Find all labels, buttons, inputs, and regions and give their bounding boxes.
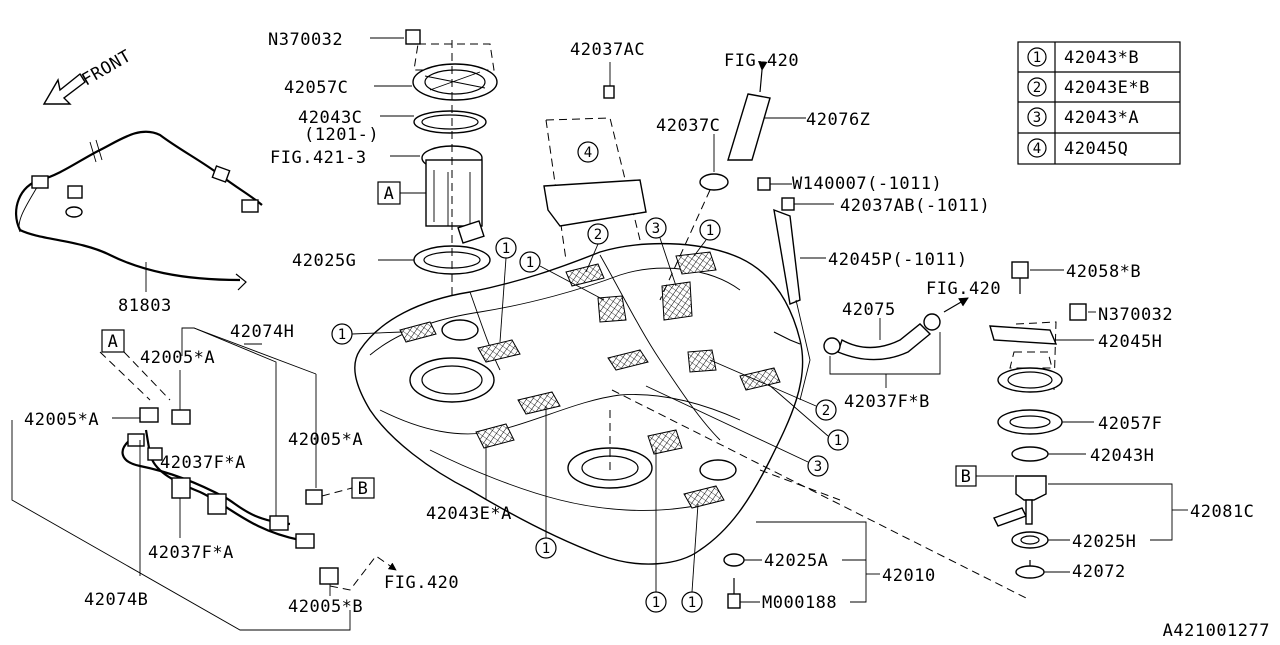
label-42043H: 42043H (1090, 446, 1154, 466)
label-42005-A-2: 42005*A (24, 410, 99, 430)
svg-text:2: 2 (822, 403, 830, 419)
label-n370032-right: N370032 (1098, 305, 1173, 325)
legend-key-1: 1 (1033, 50, 1041, 66)
label-42045P: 42045P(-1011) (828, 250, 968, 270)
svg-text:1: 1 (526, 255, 534, 271)
label-42075: 42075 (842, 300, 896, 320)
label-42074H: 42074H (230, 322, 294, 342)
figure-id: A421001277 (1163, 621, 1270, 640)
label-42037F-A-2: 42037F*A (148, 543, 234, 563)
evap-lines: A 42074H 42005*A 42005*A 42005*A 42037F*… (11, 322, 459, 631)
legend-row-1: 1 42043*B (1027, 47, 1139, 68)
svg-text:1: 1 (542, 541, 550, 557)
svg-text:3: 3 (652, 221, 660, 237)
svg-text:1: 1 (652, 595, 660, 611)
legend-key-3: 3 (1033, 110, 1041, 126)
ref-box-a-lower (101, 329, 125, 353)
svg-text:1: 1 (706, 223, 714, 239)
label-m000188: M000188 (762, 593, 837, 613)
label-42057F: 42057F (1098, 414, 1162, 434)
legend-part-3: 42043*A (1064, 108, 1139, 128)
svg-text:3: 3 (814, 459, 822, 475)
svg-text:B: B (961, 467, 972, 487)
label-42025A: 42025A (764, 551, 828, 571)
svg-text:A: A (384, 184, 395, 204)
legend-key-4: 4 (1033, 141, 1041, 157)
filler-hoses: FIG.420 42076Z 42037C W140007(-1011) 420… (656, 51, 1001, 412)
label-n370032-top: N370032 (268, 30, 343, 50)
label-42043E-A: 42043E*A (426, 504, 512, 524)
label-fig420-right: FIG.420 (926, 279, 1001, 299)
label-fig420-bottom: FIG.420 (384, 573, 459, 593)
label-fig420-top: FIG.420 (724, 51, 799, 71)
legend-row-4: 4 42045Q (1027, 138, 1128, 159)
label-42043C: 42043C (298, 108, 362, 128)
front-arrow: FRONT (42, 46, 135, 105)
label-42037F-A-1: 42037F*A (160, 453, 246, 473)
svg-text:1: 1 (834, 433, 842, 449)
heat-shield-42045q: 4 42037AC (543, 40, 647, 261)
label-42010: 42010 (882, 566, 936, 586)
svg-text:B: B (358, 479, 369, 499)
svg-text:1: 1 (688, 595, 696, 611)
label-42037AC: 42037AC (570, 40, 645, 60)
label-42074B: 42074B (84, 590, 148, 610)
tank-callouts: 2 3 1 1 1 1 2 1 3 1 1 1 (331, 217, 849, 613)
sub-pump-assembly: 42058*B N370032 42045H 42057F 42043H B 4… (955, 261, 1254, 582)
tank-fasteners: 42025A M000188 42010 (723, 521, 936, 613)
label-42081C: 42081C (1190, 502, 1254, 522)
legend-part-4: 42045Q (1064, 139, 1128, 159)
label-42005-A-3: 42005*A (288, 430, 363, 450)
fuel-pump-assembly: N370032 42057C 42043C (1201-) FIG.421-3 … (268, 29, 498, 390)
label-81803: 81803 (118, 296, 172, 316)
label-42037F-B: 42037F*B (844, 392, 930, 412)
legend-key-2: 2 (1033, 80, 1041, 96)
label-42045H: 42045H (1098, 332, 1162, 352)
label-42005-A-1: 42005*A (140, 348, 215, 368)
label-42025H: 42025H (1072, 532, 1136, 552)
label-42037C: 42037C (656, 116, 720, 136)
label-42058-B: 42058*B (1066, 262, 1141, 282)
legend-table: 1 42043*B 2 42043E*B 3 42043*A 4 42045Q (1017, 41, 1181, 165)
label-42043C-note: (1201-) (304, 125, 379, 145)
svg-text:4: 4 (584, 145, 592, 161)
legend-part-1: 42043*B (1064, 48, 1139, 68)
legend-row-2: 2 42043E*B (1027, 77, 1150, 98)
label-42025G: 42025G (292, 251, 356, 271)
svg-text:1: 1 (338, 327, 346, 343)
svg-text:A: A (108, 332, 119, 352)
label-42005-B: 42005*B (288, 597, 363, 617)
svg-text:1: 1 (502, 241, 510, 257)
label-fig421-3: FIG.421-3 (270, 148, 367, 168)
wire-harness-81803: 81803 (15, 130, 263, 316)
legend-row-3: 3 42043*A (1027, 107, 1139, 128)
label-42057C: 42057C (284, 78, 348, 98)
label-42037AB: 42037AB(-1011) (840, 196, 990, 216)
label-w140007: W140007(-1011) (792, 174, 942, 194)
front-label: FRONT (79, 46, 135, 90)
fuel-tank-42010 (354, 242, 1031, 601)
svg-text:2: 2 (594, 227, 602, 243)
label-42072: 42072 (1072, 562, 1126, 582)
label-42076Z: 42076Z (806, 110, 870, 130)
legend-part-2: 42043E*B (1064, 78, 1150, 98)
